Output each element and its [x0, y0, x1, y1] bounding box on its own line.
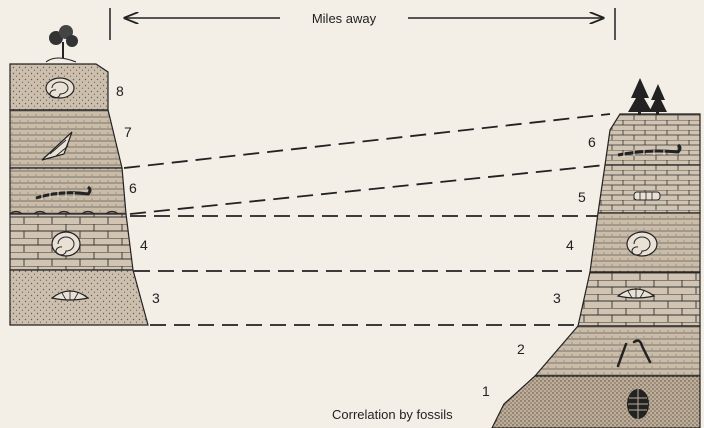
ammonite-fossil: [51, 231, 81, 257]
brachiopod-fossil: [50, 290, 90, 301]
right-layer-label-3: 3: [553, 290, 561, 306]
ammonite-fossil: [45, 77, 75, 99]
brachiopod-fossil: [616, 288, 656, 299]
left-rock-column: [9, 25, 149, 326]
right-layer-6: [604, 113, 701, 166]
right-layer-label-2: 2: [517, 341, 525, 357]
correlation-lines: [123, 113, 611, 326]
small-fossil: [633, 191, 661, 201]
left-layer-label-8: 8: [116, 83, 124, 99]
right-layer-1: [491, 375, 701, 428]
gastropod-shell-fossil: [41, 131, 73, 161]
trilobite-fossil: [627, 389, 649, 419]
correlation-line-6-top: [123, 113, 611, 169]
crinoid-stem-fossil: [617, 143, 682, 157]
shrub-icon: [45, 25, 78, 63]
bone-fragments-fossil: [616, 339, 652, 368]
left-layer-label-3: 3: [152, 290, 160, 306]
distance-indicator: Miles away: [109, 8, 616, 40]
left-layer-label-6: 6: [129, 180, 137, 196]
correlation-line-6-base: [129, 164, 606, 215]
right-layer-2: [533, 325, 701, 377]
ammonite-fossil: [626, 231, 658, 257]
left-layer-6: [9, 167, 127, 215]
left-layer-label-7: 7: [124, 124, 132, 140]
pine-tree-icon: [649, 84, 667, 112]
right-layer-label-1: 1: [482, 383, 490, 399]
crinoid-stem-fossil: [35, 185, 92, 200]
pine-tree-icon: [628, 78, 652, 112]
right-layer-label-4: 4: [566, 237, 574, 253]
pine-trees-icon: [628, 78, 667, 115]
right-layer-5: [597, 164, 701, 214]
right-rock-column: [491, 78, 701, 428]
left-layer-label-4: 4: [140, 237, 148, 253]
right-layer-3: [577, 271, 701, 327]
right-layer-label-6: 6: [588, 134, 596, 150]
diagram-caption: Correlation by fossils: [332, 407, 453, 422]
distance-label: Miles away: [312, 11, 377, 26]
right-layer-label-5: 5: [578, 189, 586, 205]
